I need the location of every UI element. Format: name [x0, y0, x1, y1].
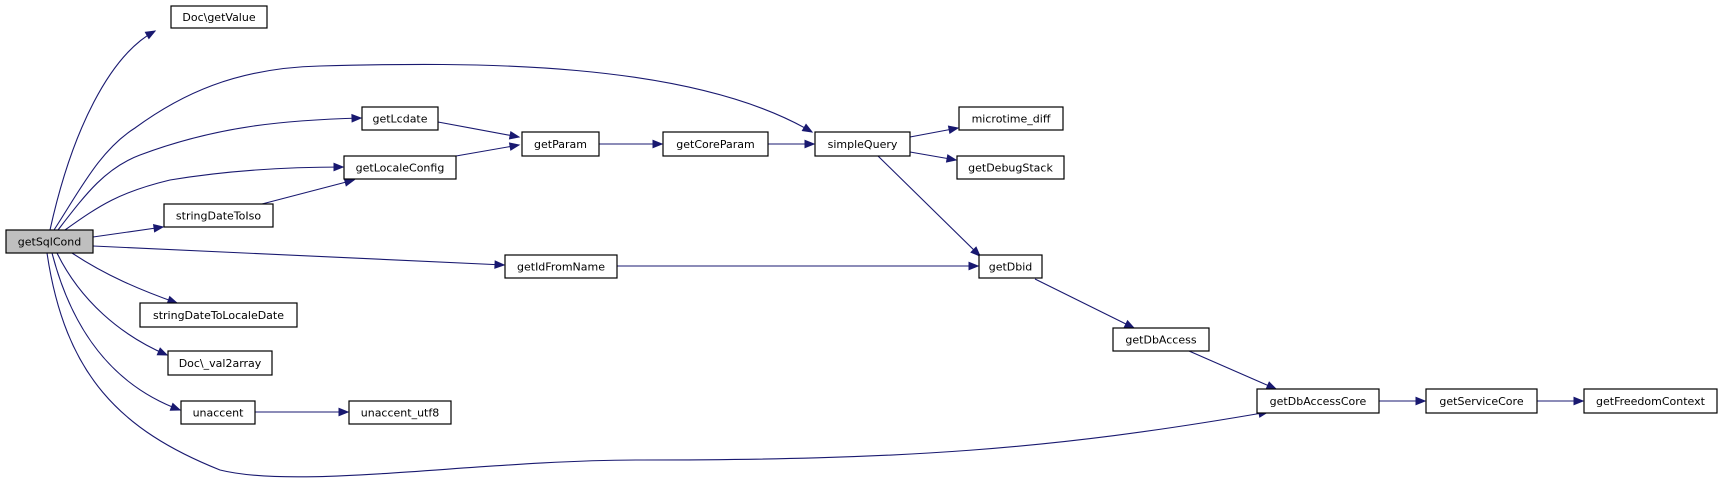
node-label: getSqlCond: [18, 236, 81, 249]
edge-getSqlCond-getIdFromName: [92, 245, 506, 269]
node-label: getIdFromName: [517, 261, 605, 274]
node-getParam[interactable]: getParam: [521, 131, 600, 157]
node-getServiceCore[interactable]: getServiceCore: [1425, 388, 1538, 414]
edge-unaccent-unaccentUtf8: [255, 407, 350, 417]
edge-getServiceCore-getFreedomContext: [1537, 396, 1585, 406]
node-label: Doc\_val2array: [179, 357, 262, 370]
node-getFreedomContext[interactable]: getFreedomContext: [1583, 388, 1718, 414]
node-unaccent[interactable]: unaccent: [180, 400, 256, 425]
edge-getSqlCond-docGetValue: [49, 30, 157, 231]
edge-simpleQuery-microtimeDiff: [909, 125, 960, 138]
edge-getLocaleConfig-getParam: [455, 142, 521, 157]
node-label: getParam: [534, 138, 587, 151]
node-label: unaccent_utf8: [361, 407, 440, 420]
node-getDbAccessCore[interactable]: getDbAccessCore: [1256, 388, 1380, 414]
edge-simpleQuery-getDbid: [877, 155, 981, 257]
node-label: getCoreParam: [676, 138, 754, 151]
node-label: getDbAccess: [1125, 334, 1196, 347]
node-simpleQuery[interactable]: simpleQuery: [814, 131, 911, 157]
node-stringDateToLocaleDate[interactable]: stringDateToLocaleDate: [139, 302, 298, 328]
edge-simpleQuery-getDebugStack: [909, 151, 958, 163]
edge-getCoreParam-simpleQuery: [768, 139, 816, 149]
edge-getLcdate-getParam: [437, 121, 521, 140]
node-label: getServiceCore: [1439, 395, 1523, 408]
node-label: unaccent: [193, 407, 245, 420]
node-getIdFromName[interactable]: getIdFromName: [504, 254, 618, 279]
edge-getDbid-getDbAccess: [1034, 278, 1136, 329]
node-microtimeDiff[interactable]: microtime_diff: [958, 106, 1064, 131]
edge-getSqlCond-simpleQuery: [53, 63, 814, 231]
node-unaccentUtf8[interactable]: unaccent_utf8: [348, 400, 452, 425]
node-getCoreParam[interactable]: getCoreParam: [662, 131, 769, 157]
edge-getSqlCond-stringDateToIso: [92, 224, 165, 238]
edge-getSqlCond-getLcdate: [57, 113, 363, 231]
node-label: getLocaleConfig: [356, 162, 445, 175]
node-label: stringDateToLocaleDate: [153, 309, 284, 322]
node-getDbid[interactable]: getDbid: [978, 254, 1043, 279]
node-label: getDbAccessCore: [1270, 395, 1367, 408]
node-getLocaleConfig[interactable]: getLocaleConfig: [343, 155, 457, 180]
node-label: getDebugStack: [968, 162, 1053, 175]
edge-getSqlCond-getLocaleConfig: [64, 162, 345, 231]
node-label: simpleQuery: [828, 138, 898, 151]
node-label: getFreedomContext: [1596, 395, 1706, 408]
node-getSqlCond[interactable]: getSqlCond: [5, 229, 94, 254]
edge-getParam-getCoreParam: [599, 139, 664, 149]
node-label: microtime_diff: [972, 113, 1051, 126]
edge-getSqlCond-docVal2array: [56, 252, 169, 356]
edge-getSqlCond-stringDateToLocaleDate: [71, 252, 179, 304]
node-getLcdate[interactable]: getLcdate: [361, 106, 439, 131]
nodes-layer: getSqlCond Doc\getValue getLcdate getLoc…: [5, 5, 1718, 425]
edge-getSqlCond-unaccent: [51, 252, 182, 411]
edge-getIdFromName-getDbid: [617, 261, 980, 271]
node-docVal2array[interactable]: Doc\_val2array: [167, 350, 273, 376]
node-docGetValue[interactable]: Doc\getValue: [170, 5, 268, 29]
edge-stringDateToIso-getLocaleConfig: [261, 178, 356, 205]
edge-getDbAccessCore-getServiceCore: [1379, 396, 1427, 406]
node-label: stringDateToIso: [176, 210, 261, 223]
node-getDebugStack[interactable]: getDebugStack: [956, 155, 1065, 180]
node-label: Doc\getValue: [182, 11, 255, 24]
node-label: getDbid: [989, 261, 1033, 274]
node-label: getLcdate: [372, 113, 427, 126]
node-stringDateToIso[interactable]: stringDateToIso: [163, 203, 274, 228]
node-getDbAccess[interactable]: getDbAccess: [1112, 327, 1210, 352]
edge-getDbAccess-getDbAccessCore: [1188, 350, 1278, 390]
edges-layer: [46, 30, 1585, 478]
